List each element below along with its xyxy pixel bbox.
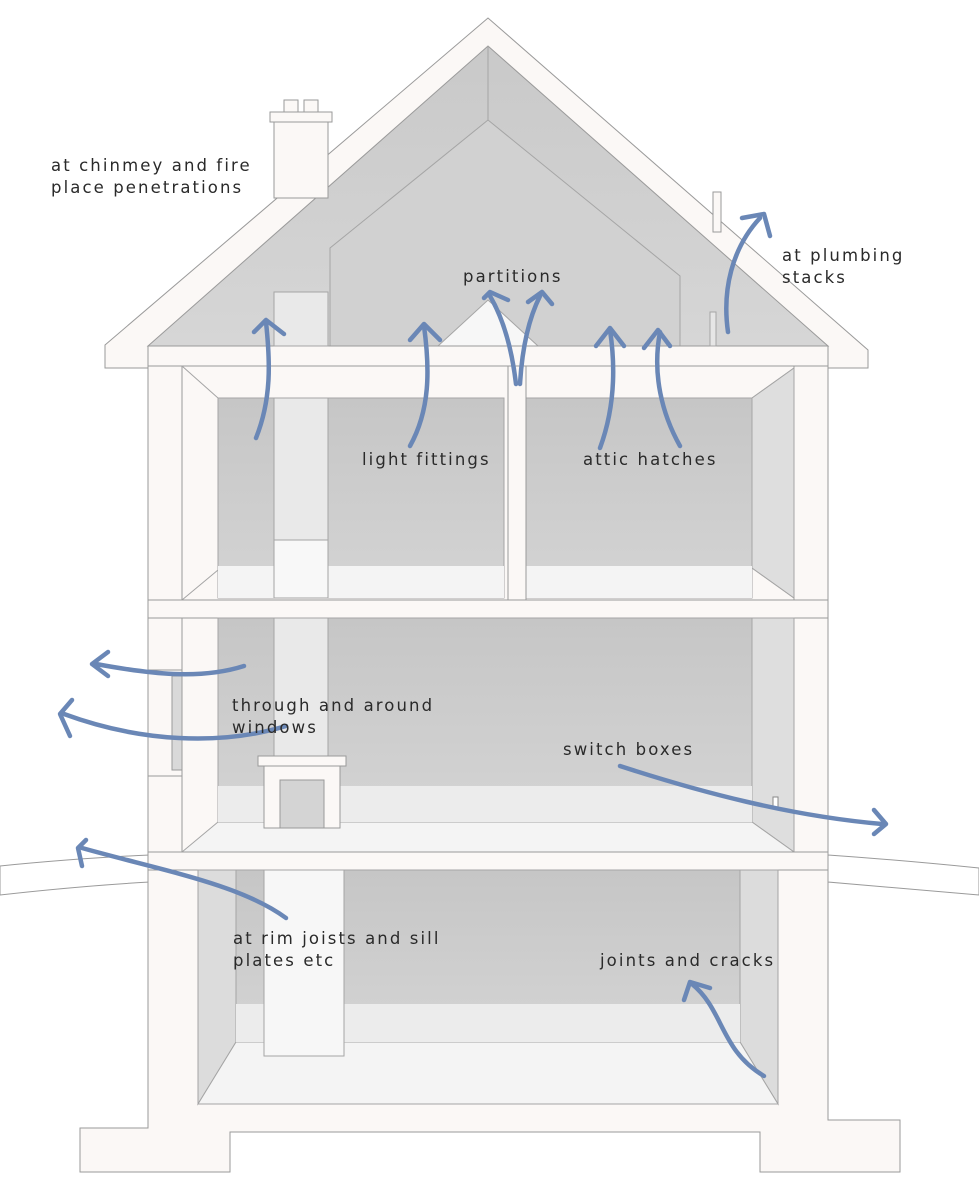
middle-floor (147, 617, 829, 871)
chimney (269, 99, 333, 347)
label-plumbing-line1: at plumbing (782, 246, 905, 265)
label-plumbing: at plumbing stacks (782, 245, 905, 289)
label-chimney: at chinmey and fire place penetrations (51, 155, 252, 199)
arrow-rim-joists (75, 837, 289, 921)
arrow-chimney (251, 317, 287, 441)
arrow-attic-hatches-2 (641, 327, 683, 449)
label-chimney-line1: at chinmey and fire (51, 156, 252, 175)
label-attic-hatches: attic hatches (583, 450, 718, 469)
ground-right (827, 854, 979, 896)
arrow-windows-2 (57, 697, 289, 741)
label-plumbing-line2: stacks (782, 268, 848, 287)
label-rim-joists: at rim joists and sill plates etc (233, 928, 441, 972)
roof (104, 17, 869, 369)
arrow-attic-hatches-1 (593, 325, 627, 451)
label-windows-line1: through and around (232, 696, 435, 715)
arrow-joints-cracks (681, 979, 767, 1079)
label-joints-cracks: joints and cracks (600, 951, 776, 970)
label-windows: through and around windows (232, 695, 434, 739)
plumbing-stack (709, 191, 722, 347)
arrow-switch-boxes (617, 763, 889, 837)
air-leak-arrows (57, 211, 889, 1079)
basement (197, 869, 779, 1106)
label-windows-line2: windows (232, 718, 318, 737)
label-partitions: partitions (463, 267, 563, 286)
arrow-windows-1 (89, 649, 247, 679)
fireplace (257, 755, 347, 829)
label-switch-boxes: switch boxes (563, 740, 695, 759)
label-chimney-line2: place penetrations (51, 178, 244, 197)
arrow-partitions (481, 289, 555, 387)
top-floor (147, 365, 829, 619)
arrow-plumbing (724, 211, 773, 335)
label-rim-joists-line2: plates etc (233, 951, 336, 970)
label-light-fittings: light fittings (362, 450, 491, 469)
label-rim-joists-line1: at rim joists and sill (233, 929, 441, 948)
arrow-light-fittings-1 (407, 321, 443, 449)
